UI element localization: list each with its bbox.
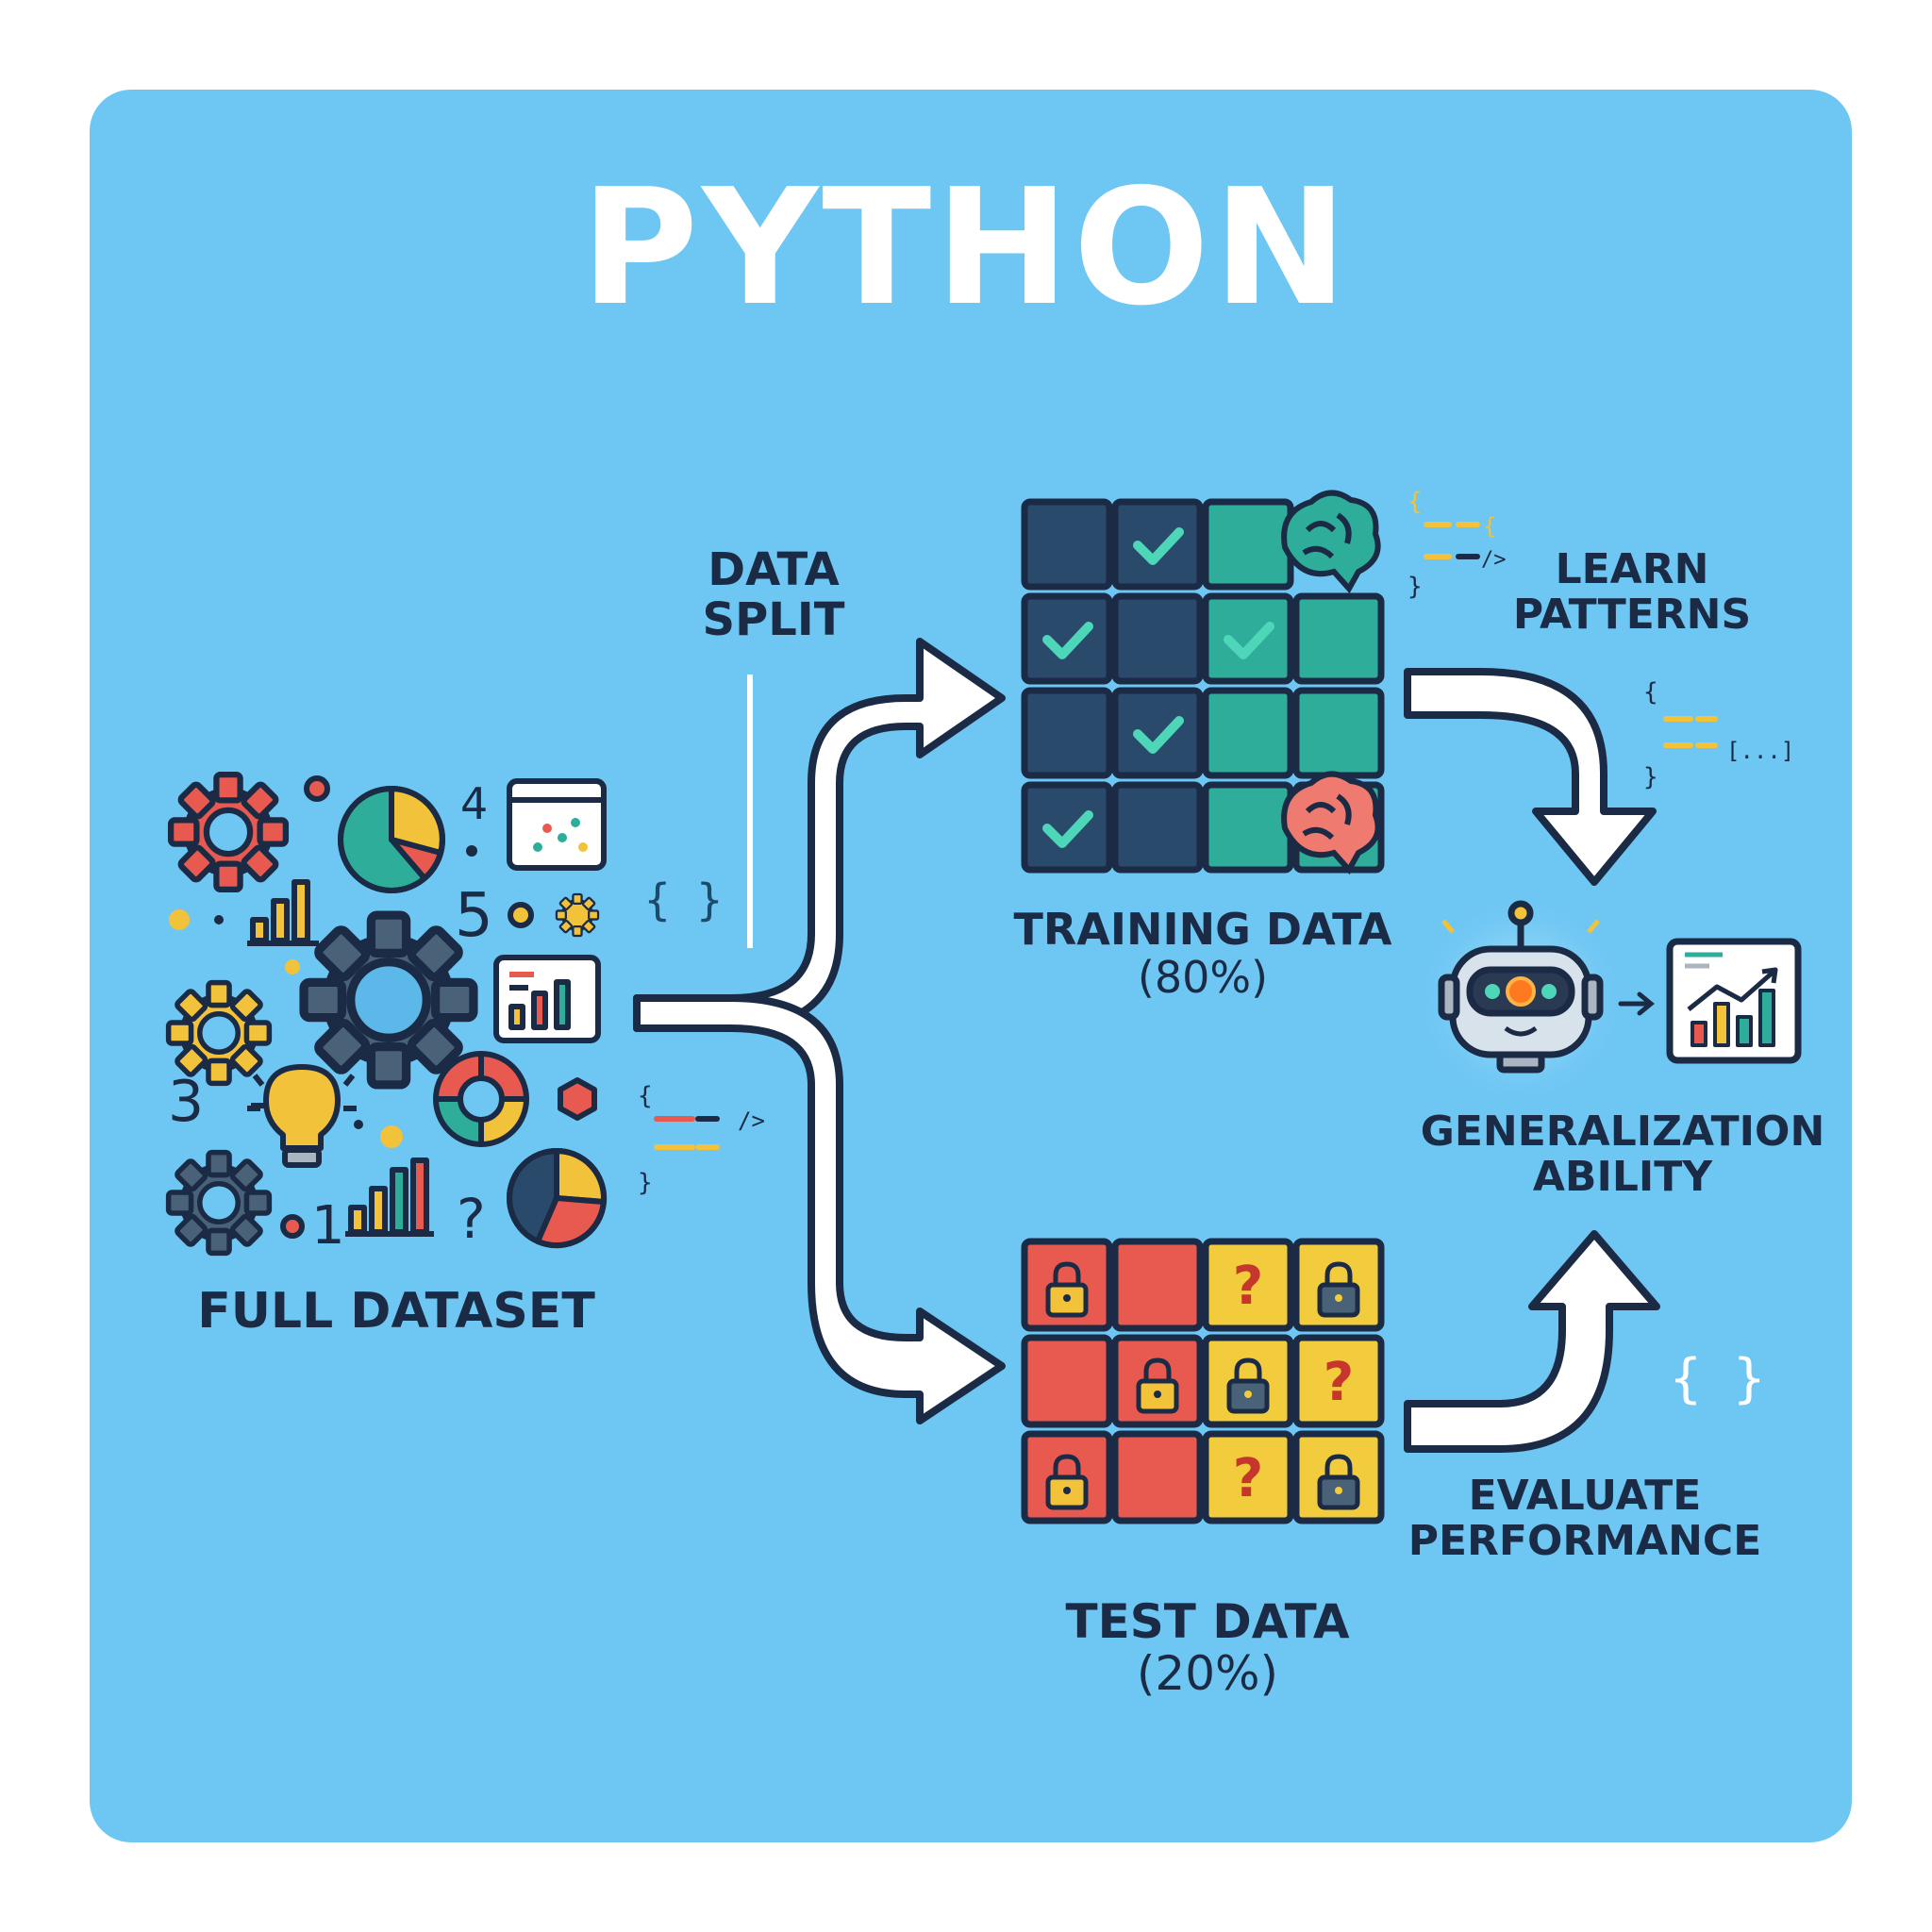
bar-chart-icon bbox=[247, 879, 319, 946]
split-arrow-upper bbox=[633, 638, 1006, 1032]
svg-text:[...]: [...] bbox=[1726, 738, 1794, 764]
gear-icon bbox=[171, 774, 286, 890]
number-1: 1 bbox=[311, 1195, 345, 1257]
gear-icon bbox=[169, 1153, 270, 1254]
donut-chart-icon bbox=[433, 1051, 529, 1147]
evaluate-performance-label: EVALUATE PERFORMANCE bbox=[1387, 1472, 1783, 1566]
decor-glyphs: 4 5 3 1 ? { } { } bbox=[168, 778, 1765, 1409]
split-arrow-lower bbox=[633, 994, 1006, 1424]
lock-icon bbox=[1136, 1357, 1179, 1414]
svg-text:{: { bbox=[1643, 678, 1658, 707]
learn-patterns-label: LEARN PATTERNS bbox=[1491, 545, 1774, 640]
code-snippet-top: { { /> } bbox=[1407, 488, 1507, 601]
number-5: 5 bbox=[455, 881, 493, 951]
number-4: 4 bbox=[460, 778, 488, 829]
lock-icon bbox=[1317, 1261, 1360, 1318]
question-icon: ? bbox=[1233, 1256, 1263, 1317]
hexagon-shape bbox=[558, 1077, 597, 1121]
arrow-right-icon bbox=[1618, 991, 1655, 1016]
lock-icon bbox=[1045, 1261, 1089, 1318]
svg-text:{: { bbox=[1483, 513, 1496, 540]
dashboard-icon bbox=[493, 955, 601, 1043]
check-icon bbox=[1224, 622, 1274, 659]
full-dataset-label: FULL DATASET bbox=[197, 1283, 595, 1340]
svg-text:{: { bbox=[1407, 488, 1423, 516]
full-dataset-icons bbox=[169, 774, 608, 1254]
evaluate-performance-line2: PERFORMANCE bbox=[1407, 1517, 1762, 1566]
lock-icon bbox=[1226, 1357, 1270, 1414]
code-braces: { } bbox=[1670, 1348, 1765, 1409]
number-3: 3 bbox=[168, 1069, 204, 1135]
gear-icon bbox=[169, 983, 270, 1084]
split-arrows bbox=[633, 638, 1660, 1453]
pie-chart-icon bbox=[507, 1147, 608, 1249]
learn-arrow bbox=[1404, 668, 1657, 886]
check-icon bbox=[1042, 622, 1093, 659]
evaluate-performance-line1: EVALUATE bbox=[1468, 1472, 1702, 1520]
code-braces: { } bbox=[644, 874, 723, 925]
lock-icon bbox=[1045, 1454, 1089, 1510]
browser-window-icon bbox=[507, 778, 607, 871]
bar-chart-icon bbox=[345, 1158, 434, 1237]
test-data-line1: TEST DATA bbox=[1065, 1594, 1350, 1649]
brain-icon bbox=[1281, 771, 1381, 875]
gear-icon bbox=[304, 915, 474, 1085]
test-data-percent: (20%) bbox=[1136, 1646, 1279, 1701]
svg-text:/>: /> bbox=[1481, 548, 1507, 572]
gear-icon bbox=[555, 892, 600, 938]
question-icon: ? bbox=[1324, 1352, 1354, 1413]
training-data-percent: (80%) bbox=[1137, 951, 1269, 1003]
generalization-ability-line1: GENERALIZATION bbox=[1420, 1108, 1825, 1156]
code-snippet-left: { /> } bbox=[638, 1082, 765, 1197]
robot-icon bbox=[1412, 891, 1629, 1108]
lock-icon bbox=[1317, 1454, 1360, 1510]
question-icon: ? bbox=[1233, 1448, 1263, 1509]
check-icon bbox=[1133, 527, 1184, 565]
rising-chart-icon bbox=[1666, 938, 1802, 1064]
check-icon bbox=[1042, 810, 1093, 848]
pie-chart-icon bbox=[338, 786, 445, 893]
test-question-marks: ? ? ? bbox=[1233, 1256, 1354, 1509]
svg-text:}: } bbox=[1643, 763, 1658, 791]
test-data-label: TEST DATA (20%) bbox=[1009, 1596, 1406, 1700]
svg-text:}: } bbox=[1407, 573, 1423, 601]
training-checks bbox=[1042, 527, 1274, 848]
data-split-line1: DATA bbox=[708, 543, 840, 596]
brain-icon bbox=[1281, 490, 1381, 594]
code-snippet-right: { [...] } bbox=[1643, 678, 1794, 791]
check-icon bbox=[1133, 716, 1184, 754]
lightbulb-icon bbox=[263, 1064, 341, 1168]
question-mark: ? bbox=[457, 1187, 486, 1251]
svg-text:{: { bbox=[638, 1082, 653, 1110]
generalization-ability-label: GENERALIZATION ABILITY bbox=[1406, 1108, 1840, 1202]
page-title: PYTHON bbox=[580, 155, 1352, 341]
training-data-line1: TRAINING DATA bbox=[1013, 904, 1392, 955]
test-grid-symbols bbox=[1045, 1261, 1360, 1510]
data-split-label: DATA SPLIT bbox=[660, 545, 887, 645]
generalization-ability-line2: ABILITY bbox=[1532, 1153, 1713, 1202]
training-data-label: TRAINING DATA (80%) bbox=[981, 906, 1424, 1001]
svg-text:}: } bbox=[638, 1169, 653, 1197]
data-split-line2: SPLIT bbox=[702, 592, 845, 646]
evaluate-arrow bbox=[1404, 1230, 1660, 1453]
svg-text:/>: /> bbox=[738, 1108, 765, 1134]
learn-patterns-line1: LEARN bbox=[1555, 545, 1709, 593]
learn-patterns-line2: PATTERNS bbox=[1512, 591, 1752, 640]
